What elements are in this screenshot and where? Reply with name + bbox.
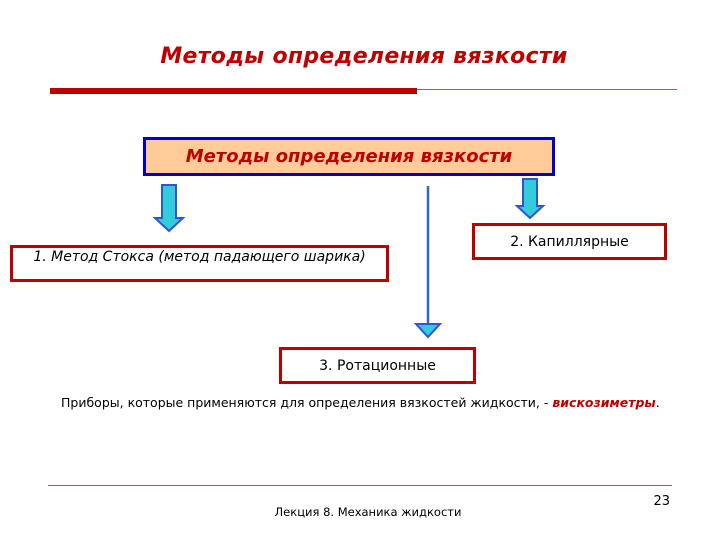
instruments-note: Приборы, которые применяются для определ…: [61, 395, 660, 410]
arrow-to-method-1: [152, 184, 186, 233]
footer-divider: [48, 485, 672, 486]
root-node-label: Методы определения вязкости: [185, 146, 513, 167]
slide-title: Методы определения вязкости: [160, 44, 568, 69]
note-text: Приборы, которые применяются для определ…: [61, 395, 553, 410]
title-underline-thin: [417, 89, 677, 90]
arrow-to-method-2: [514, 178, 546, 220]
method-rotational-box: 3. Ротационные: [279, 347, 476, 384]
page-number: 23: [653, 494, 670, 509]
arrow-head-to-method-3: [413, 323, 443, 339]
method-rotational-label: 3. Ротационные: [319, 357, 436, 374]
method-capillary-box: 2. Капиллярные: [472, 223, 667, 260]
footer-text: Лекция 8. Механика жидкости: [274, 505, 462, 519]
note-end: .: [655, 395, 660, 410]
note-term-viscometers: вискозиметры: [552, 395, 656, 410]
root-node: Методы определения вязкости: [143, 137, 555, 176]
method-capillary-label: 2. Капиллярные: [510, 233, 629, 250]
method-stokes-box: 1. Метод Стокса (метод падающего шарика): [10, 245, 389, 282]
method-stokes-label: 1. Метод Стокса (метод падающего шарика): [33, 249, 366, 265]
title-underline-thick: [50, 88, 417, 94]
